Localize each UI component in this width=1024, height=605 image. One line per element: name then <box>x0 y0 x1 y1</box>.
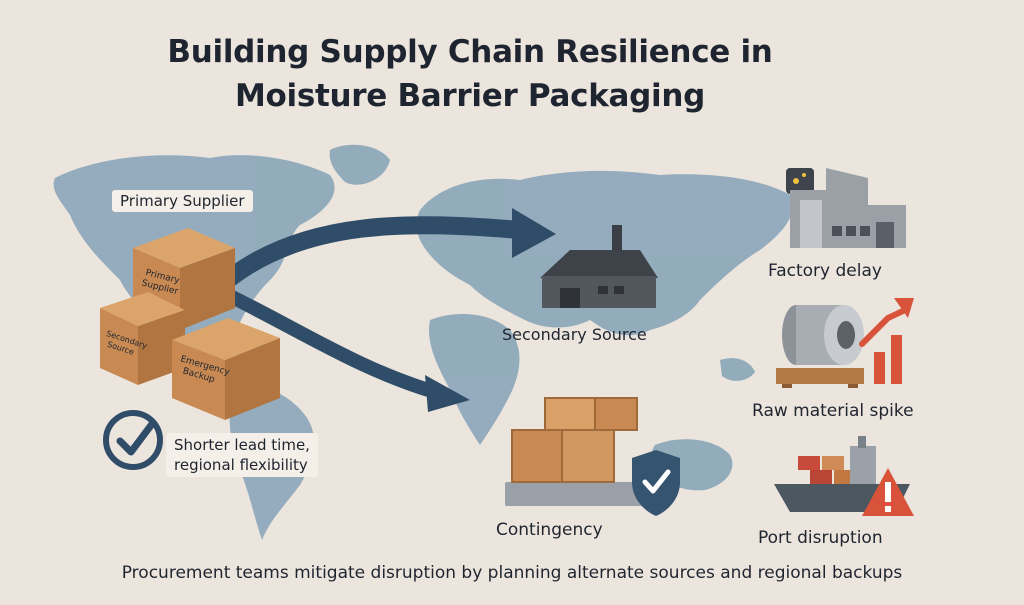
benefit-line-2: regional flexibility <box>174 456 308 474</box>
benefit-text: Shorter lead time, regional flexibility <box>166 433 318 477</box>
material-roll-rising-icon <box>776 298 914 388</box>
supply-arrows <box>209 208 556 412</box>
island-shape <box>720 358 755 381</box>
arrow-head-secondary <box>512 208 556 258</box>
arrow-head-contingency <box>425 375 470 412</box>
title-line-1: Building Supply Chain Resilience in <box>167 34 773 70</box>
cargo-ship-warning-icon <box>774 436 914 516</box>
risk-label-factory-delay: Factory delay <box>768 261 882 281</box>
factory-icon <box>786 168 906 248</box>
arrow-to-secondary <box>209 216 529 297</box>
contingency-illustration <box>505 397 680 516</box>
check-circle-icon <box>103 410 163 470</box>
footer-caption: Procurement teams mitigate disruption by… <box>121 563 903 583</box>
secondary-source-label: Secondary Source <box>502 325 647 344</box>
arrow-to-contingency <box>215 285 442 399</box>
primary-supplier-label: Primary Supplier <box>112 190 253 212</box>
contingency-label: Contingency <box>496 520 603 540</box>
supplier-boxes <box>100 228 280 420</box>
benefit-line-1: Shorter lead time, <box>174 436 310 454</box>
africa-shape <box>429 314 520 445</box>
shield-check-icon <box>632 450 680 516</box>
risk-label-port-disruption: Port disruption <box>758 528 883 548</box>
box-emergency <box>172 318 280 420</box>
page-title: Building Supply Chain Resilience in Mois… <box>60 30 880 118</box>
warehouse-icon <box>540 225 658 308</box>
title-line-2: Moisture Barrier Packaging <box>234 78 706 114</box>
risk-label-raw-material-spike: Raw material spike <box>752 401 914 421</box>
greenland-shape <box>329 144 390 185</box>
